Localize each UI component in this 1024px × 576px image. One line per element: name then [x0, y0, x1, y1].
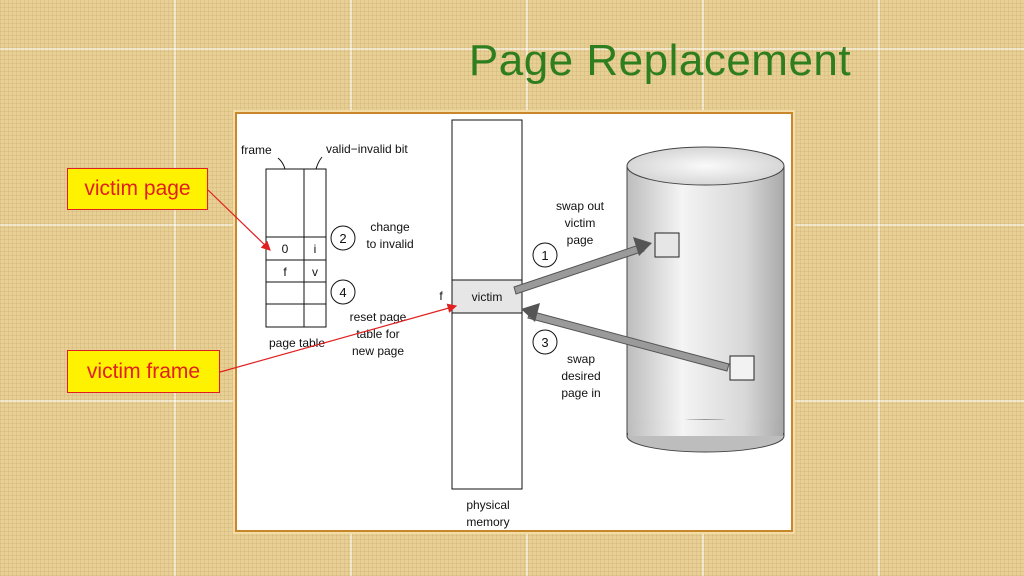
step-1-number: 1	[541, 248, 548, 263]
valid-bit-pointer	[315, 156, 323, 170]
swap-in-arrow	[521, 303, 730, 372]
step-3-circle	[532, 329, 558, 355]
step-4-line2: table for	[356, 327, 399, 341]
victim-frame-callout: victim frame	[67, 350, 220, 393]
swap-in-page-box	[729, 355, 755, 381]
frame-label: frame	[241, 143, 272, 157]
page-table-label: page table	[269, 336, 325, 350]
step-3-line2: desired	[561, 369, 600, 383]
victim-label: victim	[472, 290, 503, 304]
victim-frame-cell	[451, 279, 523, 314]
step-3-line3: page in	[561, 386, 600, 400]
step-4-circle	[330, 279, 356, 305]
step-1-line3: page	[567, 233, 594, 247]
step-2-line1: change	[370, 220, 410, 234]
row0-frame: 0	[282, 242, 289, 256]
row1-bit: v	[312, 265, 318, 279]
physical-memory-line2: memory	[466, 515, 509, 529]
victim-page-pointer	[207, 189, 271, 251]
step-1-circle	[532, 242, 558, 268]
row1-frame: f	[283, 265, 287, 279]
valid-invalid-label: valid−invalid bit	[326, 142, 408, 156]
step-2-number: 2	[339, 231, 346, 246]
step-3-line1: swap	[567, 352, 595, 366]
step-4-number: 4	[339, 285, 346, 300]
step-1-line2: victim	[565, 216, 596, 230]
slide-title: Page Replacement	[468, 36, 852, 85]
step-1-line1: swap out	[556, 199, 605, 213]
victim-page-callout: victim page	[67, 168, 208, 210]
victim-frame-pointer	[219, 303, 458, 373]
step-3-number: 3	[541, 335, 548, 350]
backing-store-cylinder	[626, 146, 785, 453]
frame-pointer	[277, 157, 286, 170]
step-4-line1: reset page	[350, 310, 407, 324]
memory-frame-label: f	[439, 289, 443, 303]
swap-out-page-box	[654, 232, 680, 258]
page-table: 0 i f v	[265, 168, 327, 328]
row0-bit: i	[314, 242, 317, 256]
physical-memory-line1: physical	[466, 498, 509, 512]
swap-out-arrow	[513, 237, 652, 295]
step-4-line3: new page	[352, 344, 404, 358]
step-2-line2: to invalid	[366, 237, 413, 251]
step-2-circle	[330, 225, 356, 251]
